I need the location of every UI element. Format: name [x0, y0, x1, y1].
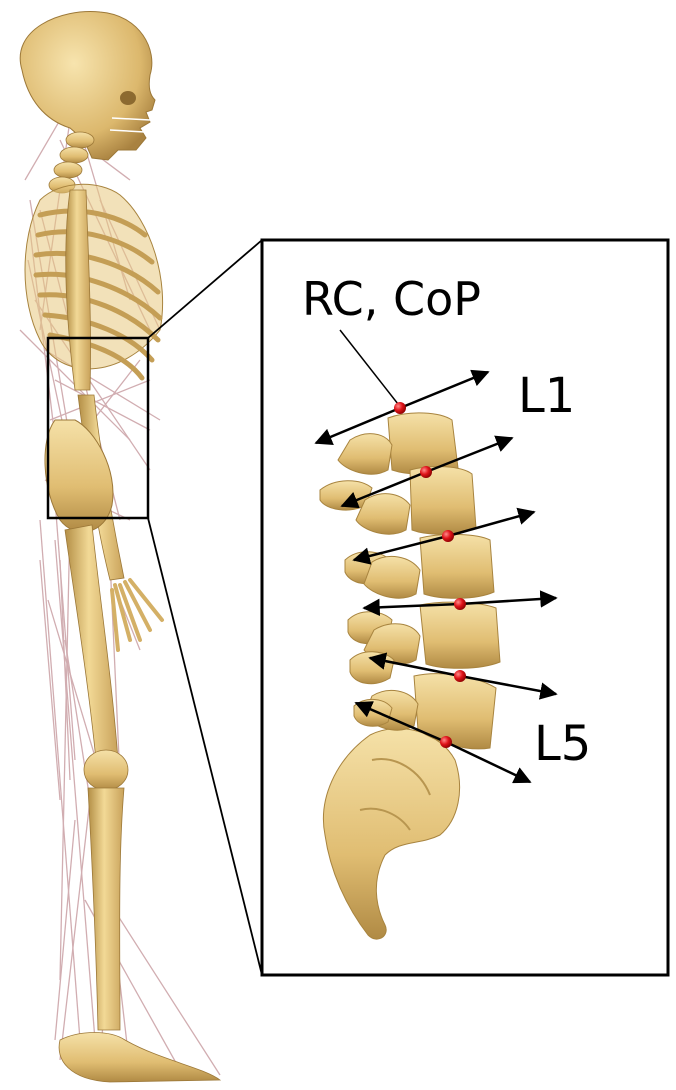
marker-L1 — [394, 402, 406, 414]
connector-bottom — [148, 518, 262, 975]
l1-label: L1 — [518, 368, 575, 424]
vertebra-L3 — [420, 534, 494, 598]
rc-cop-label: RC, CoP — [302, 272, 481, 326]
vertebra-L1 — [388, 413, 458, 474]
marker-L4 — [454, 598, 466, 610]
connector-top — [148, 240, 262, 338]
marker-L3 — [442, 530, 454, 542]
l5-label: L5 — [534, 716, 591, 772]
marker-L5 — [454, 670, 466, 682]
pelvis — [45, 420, 113, 532]
marker-L2 — [420, 466, 432, 478]
vertebra-L2 — [410, 467, 476, 535]
marker-S1 — [440, 736, 452, 748]
skeleton-icon — [20, 12, 220, 1082]
vertebra-L4 — [420, 602, 500, 668]
